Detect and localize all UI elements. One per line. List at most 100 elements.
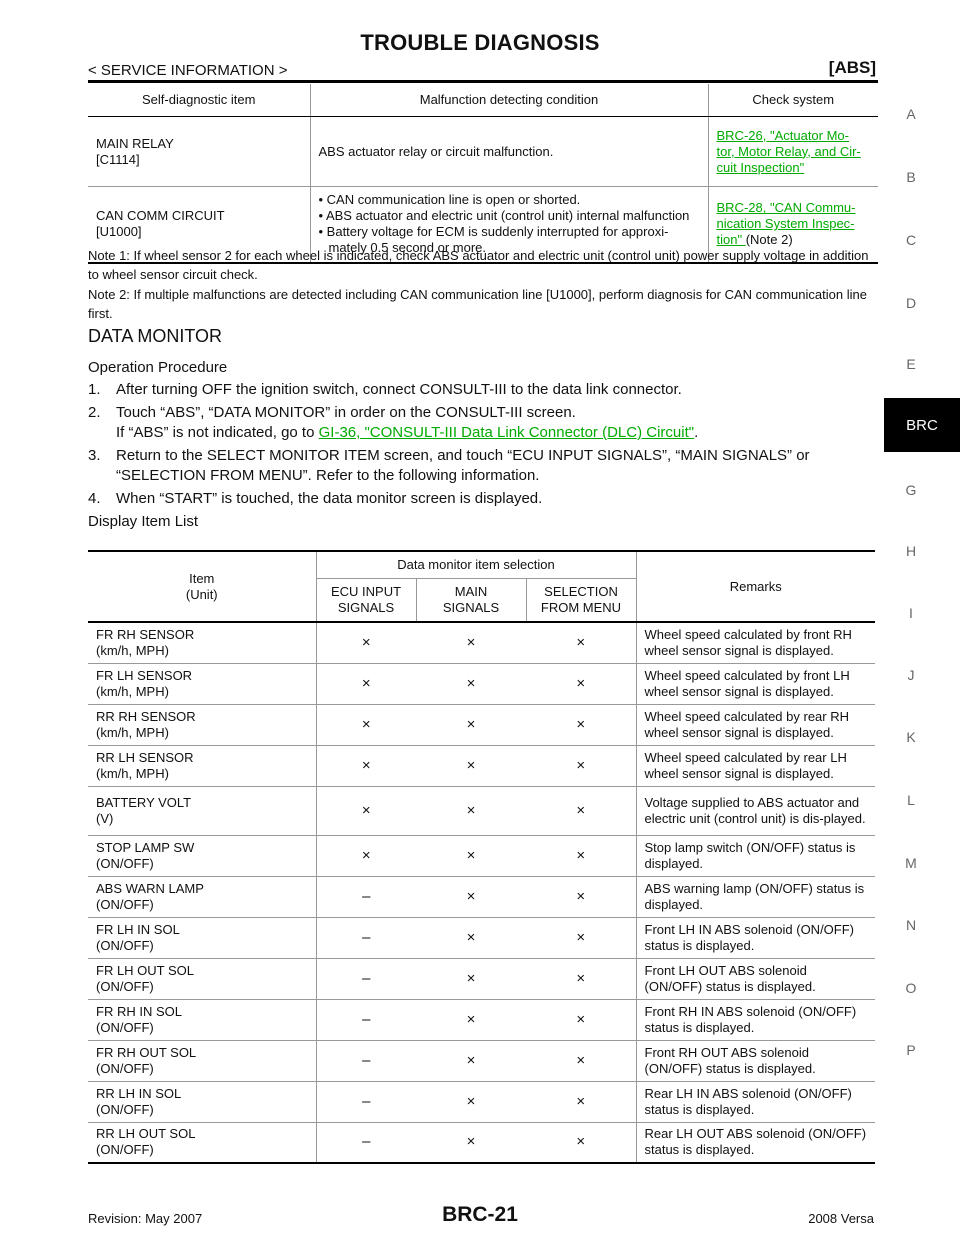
side-index-a[interactable]: A	[906, 106, 916, 122]
step-text: After turning OFF the ignition switch, c…	[116, 381, 682, 398]
main-signals-mark: ×	[416, 663, 526, 705]
table-row: FR RH IN SOL (ON/OFF)–××Front RH IN ABS …	[88, 999, 875, 1041]
note-2: Note 2: If multiple malfunctions are det…	[88, 287, 867, 321]
ecu-input-mark: ×	[316, 835, 416, 877]
remarks-cell: Wheel speed calculated by front RH wheel…	[636, 622, 875, 664]
item-cell: FR RH IN SOL (ON/OFF)	[88, 999, 317, 1041]
ecu-input-mark: –	[316, 1122, 416, 1164]
ecu-input-mark: ×	[316, 622, 416, 664]
item-cell: RR RH SENSOR (km/h, MPH)	[88, 704, 317, 746]
remarks-cell: ABS warning lamp (ON/OFF) status is disp…	[636, 876, 875, 918]
remarks-cell: Wheel speed calculated by rear LH wheel …	[636, 745, 875, 787]
selection-from-menu-mark: ×	[526, 835, 637, 877]
item-cell: RR LH OUT SOL (ON/OFF)	[88, 1122, 317, 1164]
side-index-o[interactable]: O	[905, 980, 917, 996]
item-cell: FR LH SENSOR (km/h, MPH)	[88, 663, 317, 705]
side-index-e[interactable]: E	[906, 356, 916, 372]
table-row: FR RH SENSOR (km/h, MPH)×××Wheel speed c…	[88, 622, 875, 664]
main-signals-mark: ×	[416, 1040, 526, 1082]
ecu-input-mark: ×	[316, 704, 416, 746]
selection-from-menu-mark: ×	[526, 663, 637, 705]
col-header-check: Check system	[708, 84, 878, 117]
page-title: TROUBLE DIAGNOSIS	[360, 30, 600, 55]
ecu-input-mark: –	[316, 958, 416, 1000]
step-1: 1. After turning OFF the ignition switch…	[88, 380, 888, 400]
remarks-cell: Voltage supplied to ABS actuator and ele…	[636, 786, 875, 836]
gi-36-link[interactable]: GI-36, "CONSULT-III Data Link Connector …	[318, 424, 695, 441]
col-header-selection: Data monitor item selection	[316, 550, 637, 579]
remarks-cell: Front LH IN ABS solenoid (ON/OFF) status…	[636, 917, 875, 959]
condition-bullet: • Battery voltage for ECM is suddenly in…	[318, 224, 669, 240]
ecu-input-mark: –	[316, 1040, 416, 1082]
side-index-p[interactable]: P	[906, 1042, 916, 1058]
procedure-steps: 1. After turning OFF the ignition switch…	[88, 380, 888, 512]
display-item-table: Item (Unit) Data monitor item selection …	[88, 550, 875, 1164]
diag-item-code: [C1114]	[96, 151, 140, 167]
diag-item-cell: MAIN RELAY [C1114]	[88, 116, 311, 187]
main-signals-mark: ×	[416, 1081, 526, 1123]
col-header-remarks: Remarks	[636, 550, 875, 623]
selection-from-menu-mark: ×	[526, 876, 637, 918]
side-index-l[interactable]: L	[907, 792, 915, 808]
table-row: MAIN RELAY [C1114] ABS actuator relay or…	[88, 116, 878, 187]
side-index-brc-active[interactable]: BRC	[884, 398, 960, 452]
step-text: Return to the SELECT MONITOR ITEM screen…	[116, 447, 810, 484]
breadcrumb: < SERVICE INFORMATION >	[88, 62, 288, 79]
table-row: FR LH IN SOL (ON/OFF)–××Front LH IN ABS …	[88, 917, 875, 959]
subsection-heading: Operation Procedure	[88, 359, 228, 376]
diag-condition-cell: • CAN communication line is open or shor…	[310, 186, 709, 264]
ecu-input-mark: ×	[316, 786, 416, 836]
side-index-m[interactable]: M	[905, 855, 917, 871]
condition-bullet: • CAN communication line is open or shor…	[318, 192, 581, 208]
side-index-j[interactable]: J	[907, 667, 915, 683]
side-index-d[interactable]: D	[905, 295, 917, 311]
item-cell: FR RH OUT SOL (ON/OFF)	[88, 1040, 317, 1082]
side-index-b[interactable]: B	[906, 169, 916, 185]
main-signals-mark: ×	[416, 622, 526, 664]
item-cell: RR LH IN SOL (ON/OFF)	[88, 1081, 317, 1123]
remarks-cell: Rear LH IN ABS solenoid (ON/OFF) status …	[636, 1081, 875, 1123]
col-header-condition: Malfunction detecting condition	[310, 84, 709, 117]
selection-from-menu-mark: ×	[526, 622, 637, 664]
ecu-input-mark: –	[316, 876, 416, 918]
item-cell: RR LH SENSOR (km/h, MPH)	[88, 745, 317, 787]
item-cell: STOP LAMP SW (ON/OFF)	[88, 835, 317, 877]
item-cell: FR RH SENSOR (km/h, MPH)	[88, 622, 317, 664]
table-row: STOP LAMP SW (ON/OFF)×××Stop lamp switch…	[88, 835, 875, 877]
condition-bullet-cont: mately 0.5 second or more.	[328, 240, 487, 256]
table-row: FR LH OUT SOL (ON/OFF)–××Front LH OUT AB…	[88, 958, 875, 1000]
check-link-brc-26[interactable]: BRC-26, "Actuator Mo- tor, Motor Relay, …	[716, 127, 861, 175]
ecu-input-mark: –	[316, 1081, 416, 1123]
side-index-i[interactable]: I	[909, 605, 913, 621]
item-cell: FR LH IN SOL (ON/OFF)	[88, 917, 317, 959]
selection-from-menu-mark: ×	[526, 917, 637, 959]
selection-from-menu-mark: ×	[526, 1122, 637, 1164]
ecu-input-mark: –	[316, 917, 416, 959]
selection-from-menu-mark: ×	[526, 1081, 637, 1123]
item-cell: BATTERY VOLT (V)	[88, 786, 317, 836]
step-number: 4.	[88, 490, 101, 507]
revision-date: Revision: May 2007	[88, 1211, 203, 1226]
step-number: 2.	[88, 404, 101, 421]
section-heading: DATA MONITOR	[88, 326, 223, 346]
table-row: BATTERY VOLT (V)×××Voltage supplied to A…	[88, 786, 875, 836]
main-signals-mark: ×	[416, 917, 526, 959]
check-link-brc-28[interactable]: BRC-28, "CAN Commu- nication System Insp…	[716, 200, 856, 248]
page-number: BRC-21	[442, 1203, 518, 1226]
col-header-item-unit: Item (Unit)	[88, 550, 317, 623]
side-index-k[interactable]: K	[906, 729, 916, 745]
ecu-input-mark: ×	[316, 745, 416, 787]
diag-item-name: CAN COMM CIRCUIT	[96, 208, 225, 224]
main-signals-mark: ×	[416, 958, 526, 1000]
diag-item-cell: CAN COMM CIRCUIT [U1000]	[88, 186, 311, 264]
side-index-n[interactable]: N	[905, 917, 917, 933]
side-index-c[interactable]: C	[905, 232, 917, 248]
table-row: ABS WARN LAMP (ON/OFF)–××ABS warning lam…	[88, 876, 875, 918]
step-text: Touch “ABS”, “DATA MONITOR” in order on …	[116, 404, 699, 441]
side-index-g[interactable]: G	[905, 482, 917, 498]
main-signals-mark: ×	[416, 835, 526, 877]
step-2: 2. Touch “ABS”, “DATA MONITOR” in order …	[88, 403, 888, 443]
main-signals-mark: ×	[416, 1122, 526, 1164]
side-index-h[interactable]: H	[905, 543, 917, 559]
col-header-main-signals: MAIN SIGNALS	[416, 578, 527, 623]
